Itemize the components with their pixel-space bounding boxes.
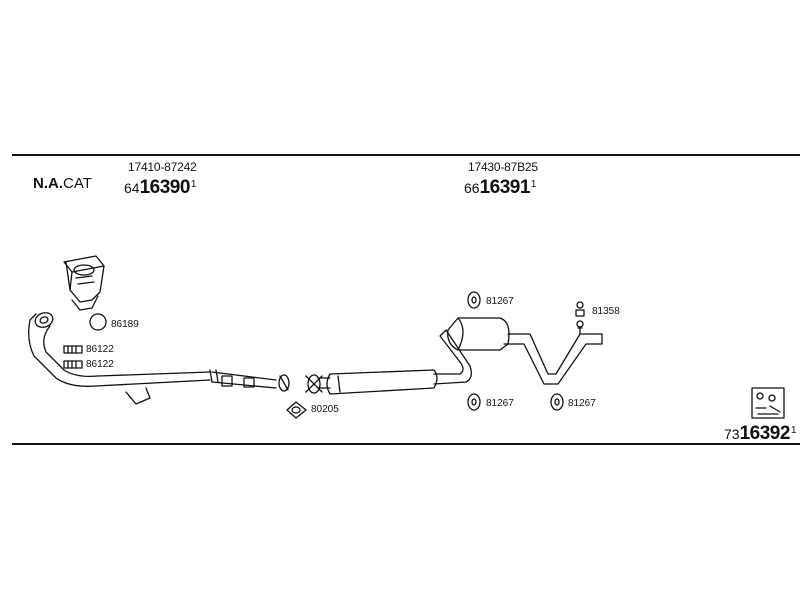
part-label-80205: 80205: [311, 404, 339, 415]
front-assembly-oem-number: 17410-87242: [128, 160, 197, 174]
sealing-ring-86189: [89, 313, 107, 331]
center-muffler: [305, 329, 472, 395]
rear-muffler: [447, 317, 603, 385]
part-label-81267-top: 81267: [486, 296, 514, 307]
hanger-81267-top: [467, 291, 481, 309]
rear-assembly-code: 66163911: [464, 177, 537, 198]
clamp-86122-a: [63, 345, 83, 354]
front-assembly-code: 64163901: [124, 177, 197, 198]
hanger-81267-bottom-right: [550, 393, 564, 411]
mounting-kit-code: 73163921: [724, 423, 797, 444]
part-label-86189: 86189: [111, 319, 139, 330]
bolt-81358: [575, 301, 585, 317]
rear-assembly-oem-number: 17430-87B25: [468, 160, 538, 174]
part-label-86122-a: 86122: [86, 344, 114, 355]
part-label-81267-bottom-right: 81267: [568, 398, 596, 409]
gasket-80205: [286, 401, 307, 419]
bottom-divider: [12, 443, 800, 445]
catalyst-label: N.A.CAT: [33, 175, 92, 192]
front-pipe: [28, 312, 290, 405]
clamp-86122-b: [63, 360, 83, 369]
mounting-kit-icon: [751, 387, 785, 419]
hanger-81267-bottom-left: [467, 393, 481, 411]
part-label-81267-bottom-left: 81267: [486, 398, 514, 409]
top-divider: [12, 154, 800, 156]
catalytic-converter: [63, 255, 105, 311]
part-label-86122-b: 86122: [86, 359, 114, 370]
part-label-81358: 81358: [592, 306, 620, 317]
